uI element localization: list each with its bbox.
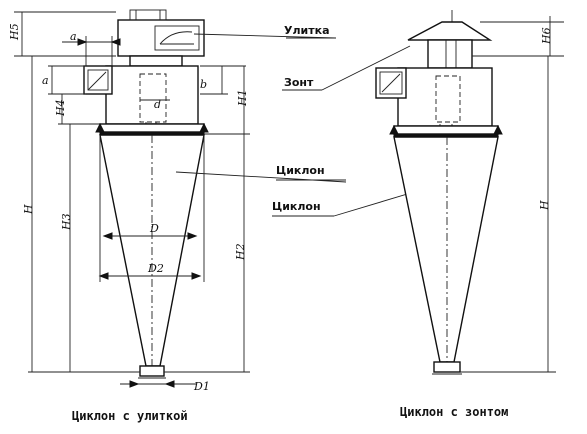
leader-ulitka (193, 33, 337, 39)
snail-outlet-box (154, 25, 200, 51)
flange-left (99, 123, 205, 133)
dim-label-a-side: a (42, 74, 49, 87)
dust-outlet-left (139, 365, 165, 377)
dust-outlet-right (433, 361, 461, 373)
snail-top-cap (129, 9, 167, 21)
label-tsiklon-1: Циклон (276, 164, 325, 177)
dim-label-h6: H6 (540, 27, 553, 45)
leader-zont (321, 45, 411, 91)
flange-right (393, 125, 499, 135)
snail-outlet-curve (159, 31, 193, 45)
right-cyclone: H6 H (375, 10, 564, 375)
umbrella-stack (427, 39, 473, 69)
dim-label-h3: H3 (60, 213, 73, 231)
snail-neck (129, 55, 183, 67)
dim-label-h4: H4 (54, 99, 67, 117)
dim-label-a-top: a (70, 30, 77, 43)
dim-label-d: D (149, 222, 159, 235)
left-cyclone: D D2 D1 H5 H a a H4 (8, 9, 250, 393)
cone-right (393, 136, 499, 363)
snail-housing (117, 19, 205, 57)
dim-label-h-left: H (22, 204, 35, 215)
dim-label-d1: D1 (193, 380, 210, 393)
label-ulitka: Улитка (284, 24, 330, 37)
dim-label-b: b (200, 78, 207, 91)
cyclone-body-left (105, 65, 199, 125)
label-tsiklon-2: Циклон (272, 200, 321, 213)
dim-label-d2: D2 (147, 262, 164, 275)
dim-label-h1: H1 (236, 89, 249, 107)
labels-group: Улитка Зонт Циклон Циклон (175, 24, 435, 217)
caption-right: Циклон с зонтом (400, 405, 508, 419)
caption-left: Циклон с улиткой (72, 409, 188, 423)
inner-pipe-right (435, 75, 461, 123)
label-zont: Зонт (284, 76, 314, 89)
dim-label-h-right: H (538, 200, 551, 211)
inner-pipe-left (139, 73, 167, 123)
dim-label-d-small: d (154, 98, 161, 111)
cyclone-body-right (397, 67, 493, 127)
dim-label-h5: H5 (8, 23, 21, 41)
dim-label-h2: H2 (234, 243, 247, 261)
umbrella-cap (407, 21, 493, 41)
